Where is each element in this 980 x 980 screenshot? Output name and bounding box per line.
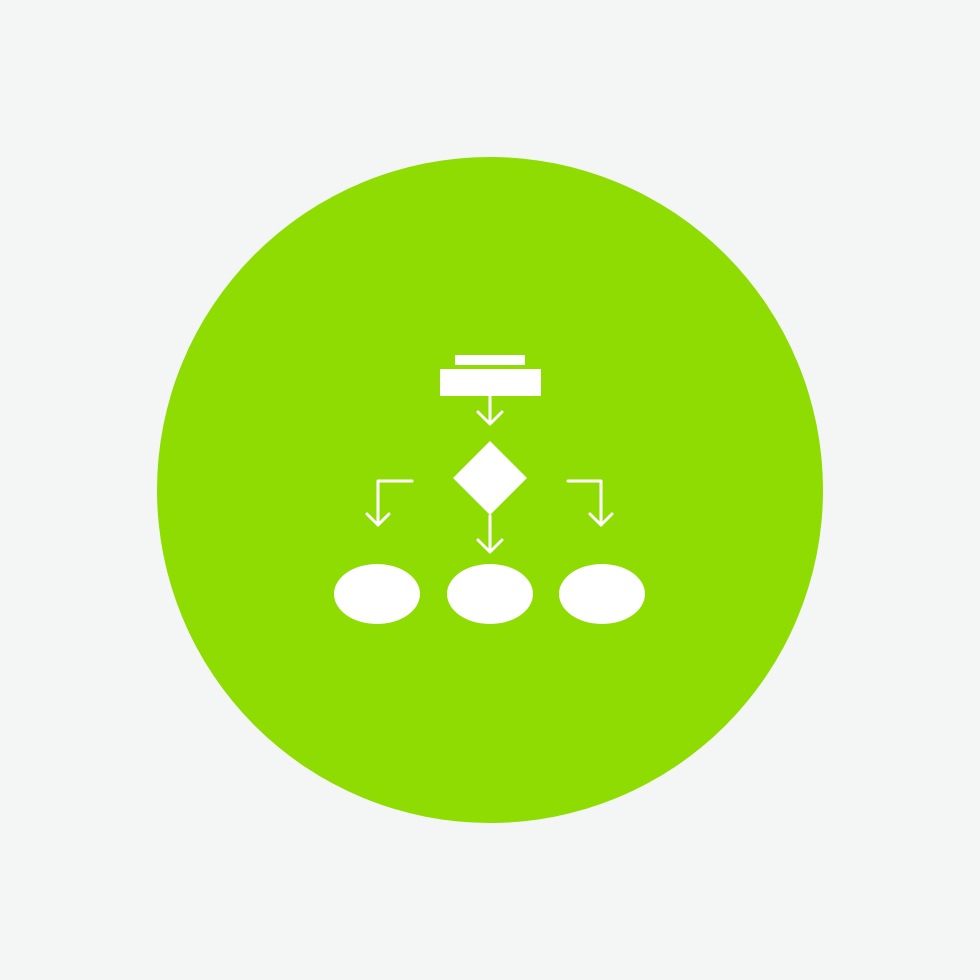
terminal-ellipse-right [559,564,645,624]
terminal-ellipse-left [334,564,420,624]
arrow-bent-left-icon [365,479,414,527]
start-block-shape [455,355,525,365]
arrow-down-icon [476,514,504,554]
process-block-shape [440,369,541,396]
decision-diamond-shape [453,441,527,515]
terminal-ellipse-middle [447,564,533,624]
arrow-down-icon [476,395,504,426]
arrow-bent-right-icon [566,479,614,527]
